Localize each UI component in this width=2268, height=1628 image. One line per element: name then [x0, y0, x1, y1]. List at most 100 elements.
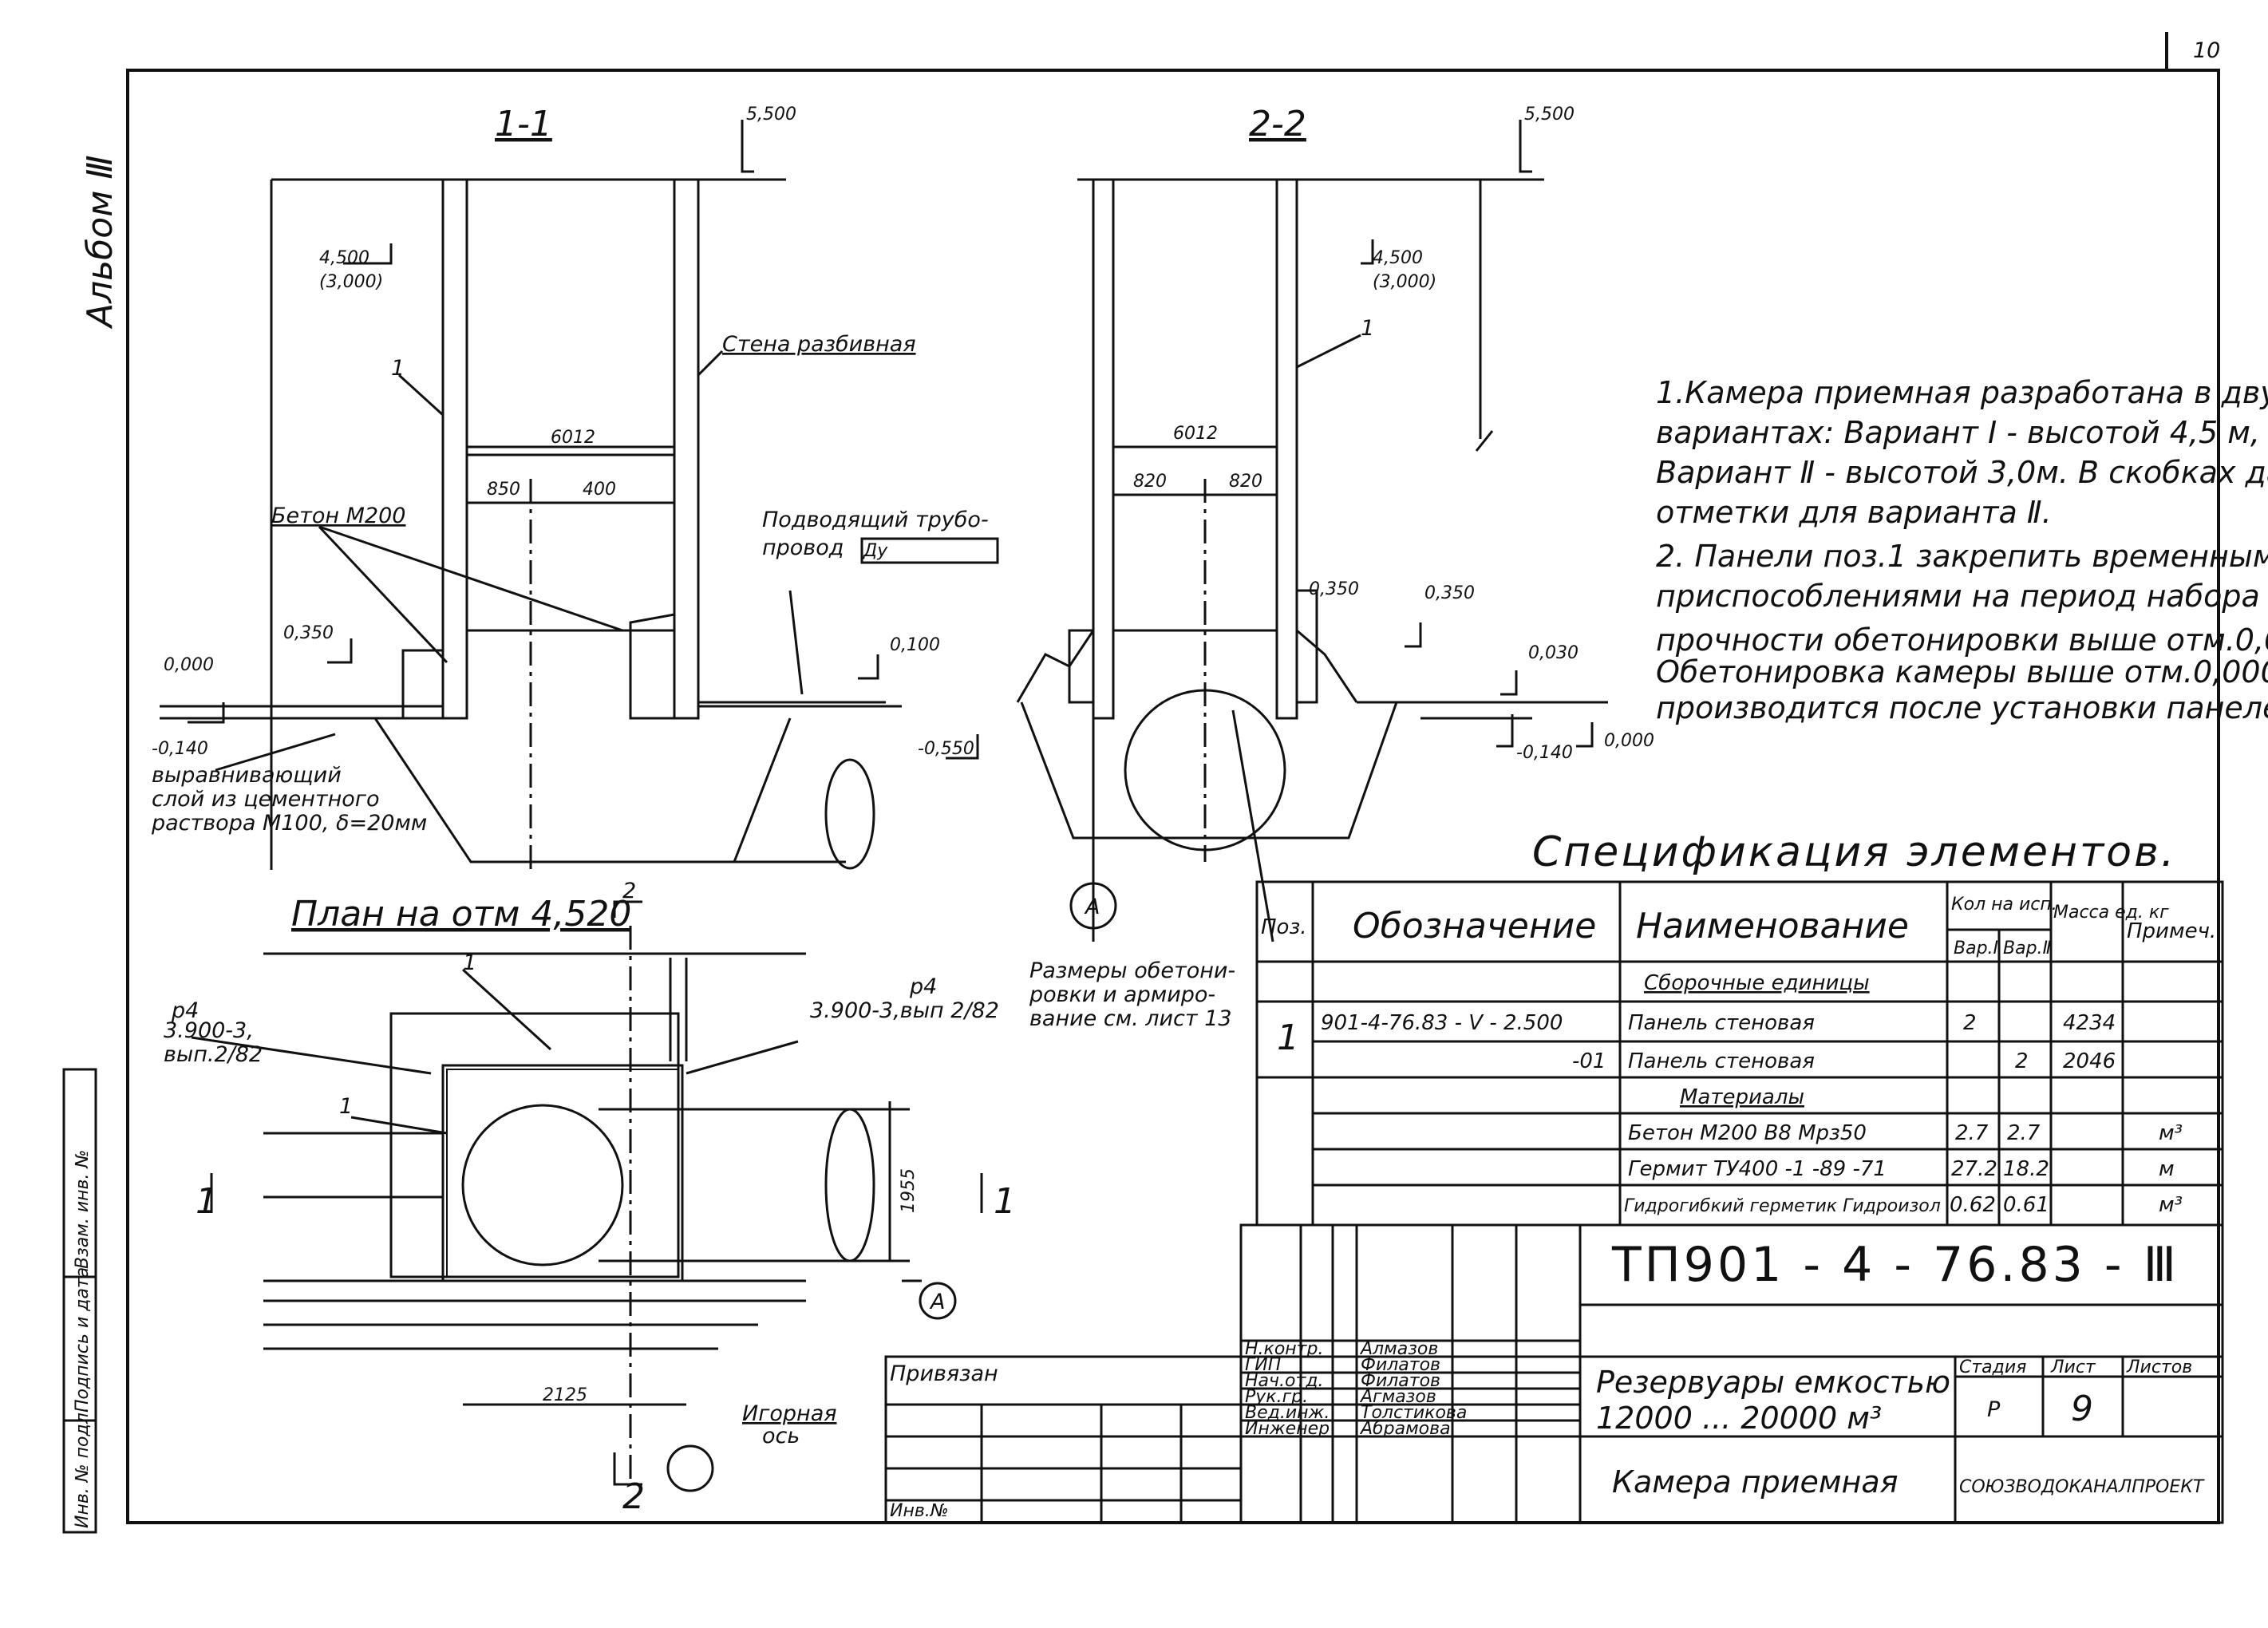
tb-linked: Привязан	[890, 1361, 998, 1386]
tb-name: Филатов	[1361, 1355, 1440, 1375]
s22-elev-right: 0,350	[1424, 583, 1475, 603]
tb-role: Рук.гр.	[1245, 1387, 1308, 1407]
title-block: ТП901 - 4 - 76.83 - Ⅲ Привязан Инв.№ Н.к…	[884, 1223, 2224, 1524]
left-stamp	[62, 1068, 97, 1534]
s22-dim-a: 820	[1133, 472, 1167, 492]
spec-row-note: м³	[2159, 1193, 2183, 1217]
s11-screed-3: раствора М100, δ=20мм	[151, 811, 427, 836]
tb-project-2: 12000 ... 20000 м³	[1596, 1401, 1882, 1436]
stamp-sign: Подпись и дата	[73, 1267, 93, 1413]
spec-row-v1: 2.7	[1955, 1121, 1989, 1145]
plan-cut-top: 2	[622, 879, 636, 903]
sheet-frame	[126, 32, 2220, 1524]
s11-elev-pipe: -0,550	[918, 739, 974, 759]
stamp-inv: Инв. № подл.	[73, 1407, 93, 1528]
s11-elev-shoulder: 0,350	[283, 623, 334, 643]
spec-title: Спецификация элементов.	[1532, 828, 2176, 876]
s22-elev-ring2: 0,030	[1528, 643, 1579, 663]
spec-row-v2: 0.61	[2003, 1193, 2049, 1217]
s22-dim-total: 6012	[1173, 424, 1218, 444]
s11-elev-ring: 4,500	[319, 248, 369, 268]
s11-pipe-3: Ду	[863, 541, 888, 561]
tb-inv: Инв.№	[890, 1501, 949, 1521]
spec-row-designation: -01	[1572, 1049, 1606, 1073]
note-line-1: 1.Камера приемная разработана в двух	[1656, 375, 2268, 410]
spec-row-name: Панель стеновая	[1628, 1011, 1815, 1035]
s22-axis-a: А	[1084, 895, 1100, 919]
spec-row-pos: 1	[1277, 1018, 1299, 1058]
tb-stage: Р	[1987, 1397, 2001, 1422]
tb-code: ТП901 - 4 - 76.83 - Ⅲ	[1611, 1237, 2179, 1293]
tb-stage-label: Стадия	[1959, 1357, 2026, 1377]
s22-pos: 1	[1361, 316, 1374, 341]
tb-name: Алмазов	[1359, 1339, 1438, 1359]
s11-elev-ledge: 0,100	[890, 635, 940, 655]
spec-row-name: Материалы	[1680, 1085, 1804, 1109]
notes: 1.Камера приемная разработана в двух вар…	[1656, 375, 2268, 725]
note-line-4: отметки для варианта Ⅱ.	[1656, 495, 2052, 530]
tb-project-1: Резервуары емкостью	[1596, 1365, 1950, 1400]
s11-label-concrete: Бетон М200	[271, 504, 405, 528]
tb-role: Нач.отд.	[1245, 1371, 1324, 1391]
tb-role: Вед.инж.	[1245, 1403, 1330, 1423]
spec-h-mass: Масса ед. кг	[2053, 903, 2169, 923]
plan-pos-1b: 1	[339, 1094, 353, 1119]
plan-cut-left: 1	[196, 1181, 218, 1222]
s22-dim-b: 820	[1229, 472, 1262, 492]
plan-cut-bottom: 2	[622, 1476, 645, 1517]
plan-ref-right-2: 3.900-3,вып 2/82	[810, 998, 999, 1023]
spec-row-mass: 2046	[2063, 1049, 2116, 1073]
spec-row-name: Гермит ТУ400 -1 -89 -71	[1628, 1157, 1887, 1181]
album-label: Альбом Ⅲ	[80, 155, 121, 330]
tb-role: ГИП	[1245, 1355, 1281, 1375]
spec-row-v2: 2.7	[2007, 1121, 2041, 1145]
section-1-1: 1-1 5,500 4,500 (3,000) Стена разбивная …	[151, 104, 999, 870]
spec-row-name: Панель стеновая	[1628, 1049, 1815, 1073]
s11-elev-minus: -0,140	[152, 739, 208, 759]
plan-axis-a: А	[929, 1290, 945, 1314]
tb-org: СОЮЗВОДОКАНАЛПРОЕКТ	[1959, 1477, 2205, 1497]
s11-dim-b: 400	[583, 480, 616, 500]
spec-row-v2: 2	[2015, 1049, 2029, 1073]
tb-sheets-label: Листов	[2126, 1357, 2192, 1377]
s11-elev-top: 5,500	[746, 105, 796, 124]
tb-name: Агмазов	[1359, 1387, 1436, 1407]
spec-row-mass: 4234	[2063, 1011, 2116, 1035]
spec-row-name: Сборочные единицы	[1644, 971, 1870, 995]
spec-h-designation: Обозначение	[1353, 906, 1596, 946]
tb-name: Филатов	[1361, 1371, 1440, 1391]
s11-label-wall: Стена разбивная	[722, 332, 916, 357]
plan-axis-1: Игорная	[742, 1401, 836, 1426]
spec-h-name: Наименование	[1636, 906, 1909, 946]
s22-elev-bottom: -0,140	[1516, 743, 1573, 763]
s11-elev-zero: 0,000	[164, 655, 214, 675]
spec-row-v2: 18.2	[2003, 1157, 2049, 1181]
s22-elev-ring: 4,500	[1373, 248, 1423, 268]
spec-row-v1: 2	[1963, 1011, 1977, 1035]
note-line-5: 2. Панели поз.1 закрепить временными	[1656, 539, 2268, 574]
s22-rebar-2: ровки и армиро-	[1029, 982, 1215, 1007]
plan-dim-h: 2125	[543, 1385, 587, 1405]
section-2-2: 2-2 5,500 4,500 (3,000) 1 6012 820 820 0…	[1016, 104, 1654, 1031]
tb-sheet-label: Лист	[2050, 1357, 2096, 1377]
tb-role: Инженер	[1245, 1419, 1330, 1439]
s22-elev-ring-alt: (3,000)	[1373, 272, 1436, 292]
s22-elev-top: 5,500	[1524, 105, 1575, 124]
note-line-2: вариантах: Вариант Ⅰ - высотой 4,5 м,	[1656, 415, 2260, 450]
spec-h-qty: Кол на исп.	[1951, 895, 2057, 915]
tb-sheet-name: Камера приемная	[1612, 1464, 1899, 1500]
note-line-9: производится после установки панелей.	[1656, 690, 2268, 725]
s22-rebar-3: вание см. лист 13	[1029, 1006, 1232, 1031]
plan-dim-v: 1955	[899, 1168, 919, 1213]
spec-row-v1: 0.62	[1950, 1193, 1996, 1217]
plan-cut-right: 1	[994, 1181, 1016, 1222]
note-line-6: приспособлениями на период набора 70%	[1656, 579, 2268, 614]
s11-elev-ring-alt: (3,000)	[319, 272, 383, 292]
plan-pos-1a: 1	[463, 950, 476, 975]
s11-pos: 1	[391, 356, 405, 381]
plan-ref-right-1: р4	[909, 974, 937, 999]
s11-screed-2: слой из цементного	[152, 787, 379, 812]
s11-pipe-2: провод	[762, 535, 844, 560]
spec-table: Спецификация элементов. Поз. Обозначение…	[1255, 828, 2224, 1227]
